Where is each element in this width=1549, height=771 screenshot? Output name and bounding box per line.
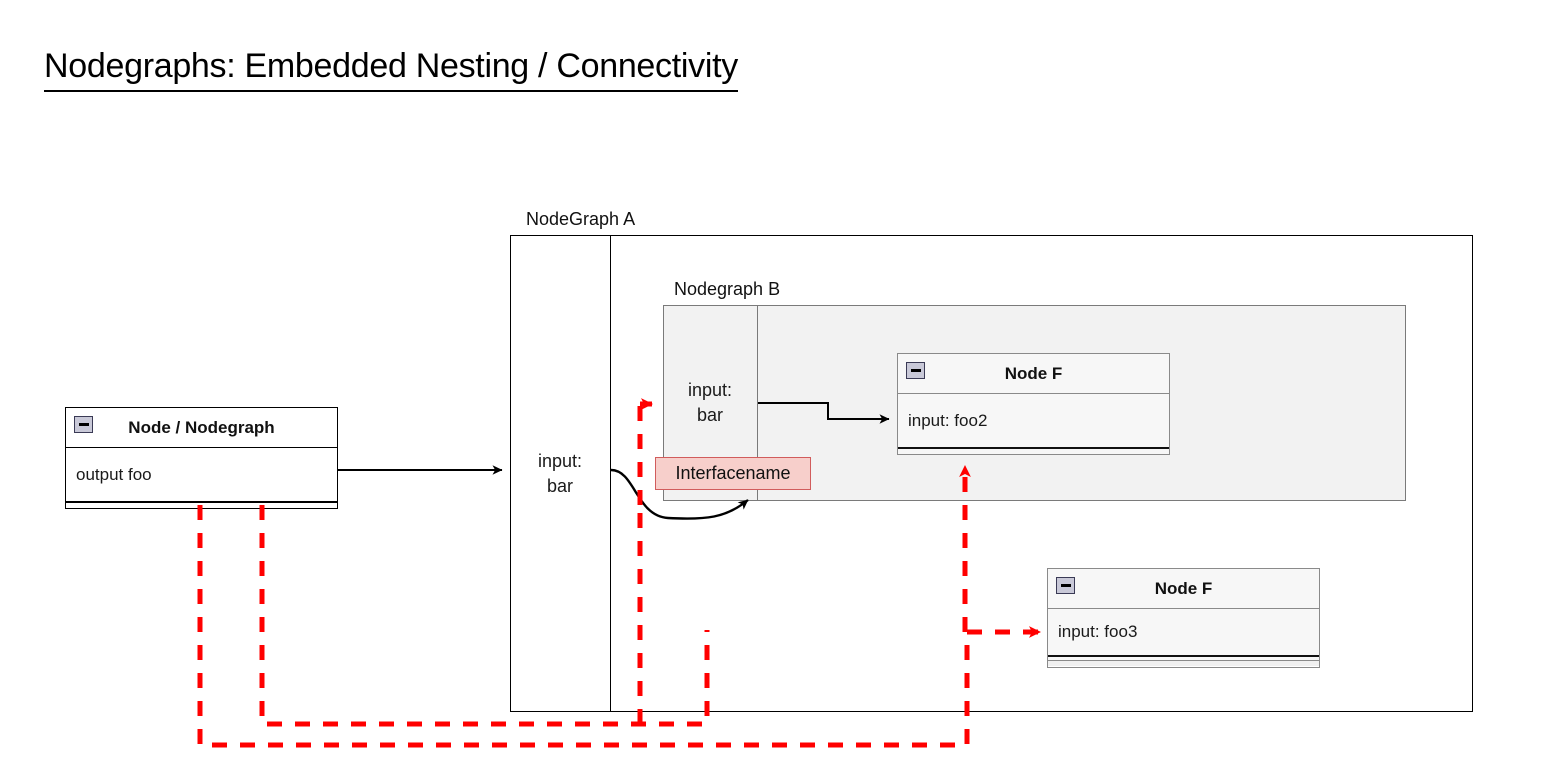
nodegraph-a-input-port[interactable]: input: bar bbox=[510, 235, 611, 712]
node-f-foo3-titlebar[interactable]: Node F bbox=[1048, 569, 1319, 609]
collapse-minus-icon[interactable] bbox=[74, 416, 93, 433]
nodegraph-b-port-line1: input: bbox=[687, 380, 733, 400]
node-f-foo3-title: Node F bbox=[1154, 578, 1213, 598]
nodegraph-a-port-line2: bar bbox=[546, 475, 573, 496]
interfacename-badge[interactable]: Interfacename bbox=[655, 457, 811, 490]
node-source-titlebar[interactable]: Node / Nodegraph bbox=[66, 408, 337, 448]
nodegraph-a-label: NodeGraph A bbox=[526, 209, 636, 229]
node-f-foo2-port-input-foo2[interactable]: input: foo2 bbox=[898, 394, 1169, 447]
node-f-foo3-footer-secondary bbox=[1048, 660, 1319, 666]
collapse-minus-icon[interactable] bbox=[1056, 577, 1075, 594]
node-f-foo3[interactable]: Node F input: foo3 bbox=[1047, 568, 1320, 668]
node-source-port-output-foo[interactable]: output foo bbox=[66, 448, 337, 501]
node-source-footer bbox=[66, 501, 337, 508]
node-f-foo2-title: Node F bbox=[1004, 363, 1063, 383]
node-f-foo3-port-input-foo3[interactable]: input: foo3 bbox=[1048, 609, 1319, 655]
node-f-foo2[interactable]: Node F input: foo2 bbox=[897, 353, 1170, 455]
nodegraph-b-port-line2: bar bbox=[696, 405, 723, 425]
page-title: Nodegraphs: Embedded Nesting / Connectiv… bbox=[44, 44, 738, 92]
nodegraph-b-input-port[interactable]: input: bar bbox=[663, 305, 758, 501]
collapse-minus-icon[interactable] bbox=[906, 362, 925, 379]
nodegraph-a-port-line1: input: bbox=[537, 450, 583, 471]
node-f-foo2-titlebar[interactable]: Node F bbox=[898, 354, 1169, 394]
node-f-foo3-footer bbox=[1048, 655, 1319, 660]
nodegraph-b-label: Nodegraph B bbox=[674, 279, 781, 299]
node-f-foo2-footer bbox=[898, 447, 1169, 454]
node-source-title: Node / Nodegraph bbox=[128, 417, 275, 437]
node-source[interactable]: Node / Nodegraph output foo bbox=[65, 407, 338, 509]
